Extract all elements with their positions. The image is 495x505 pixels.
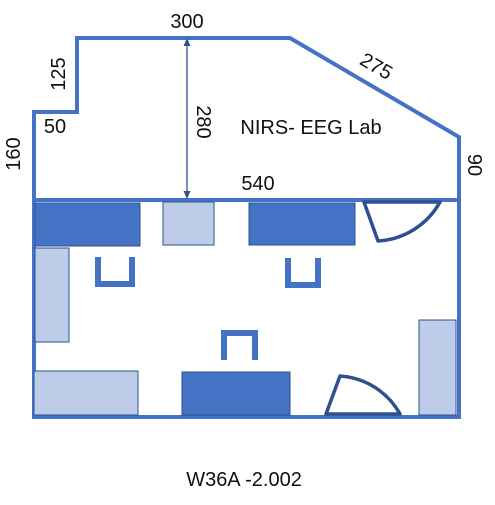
dimension-left-step: 125 (48, 57, 70, 90)
cabinet-right (418, 319, 457, 416)
cabinet-left (34, 247, 70, 343)
dimension-right: 90 (463, 154, 485, 176)
room-name: NIRS- EEG Lab (240, 117, 381, 139)
dimension-width: 540 (241, 173, 274, 195)
chair-bottom (221, 330, 258, 360)
dimension-left: 160 (3, 137, 25, 170)
cabinet-bottom-left (33, 370, 139, 416)
door-top-right (362, 200, 442, 243)
desk-bottom-center (181, 371, 291, 416)
door-bottom (324, 374, 402, 416)
height-arrow (183, 38, 191, 199)
desk-top-left (34, 202, 141, 247)
dimension-step-width: 50 (44, 116, 66, 138)
dimension-top: 300 (170, 11, 203, 33)
chair-left (95, 257, 135, 287)
desk-top-right (248, 202, 356, 246)
cabinet-top-center (162, 201, 215, 246)
chair-right (285, 258, 321, 288)
upper-room-outline (32, 36, 461, 200)
dimension-height-arrow: 280 (192, 105, 214, 138)
room-code: W36A -2.002 (186, 469, 302, 491)
